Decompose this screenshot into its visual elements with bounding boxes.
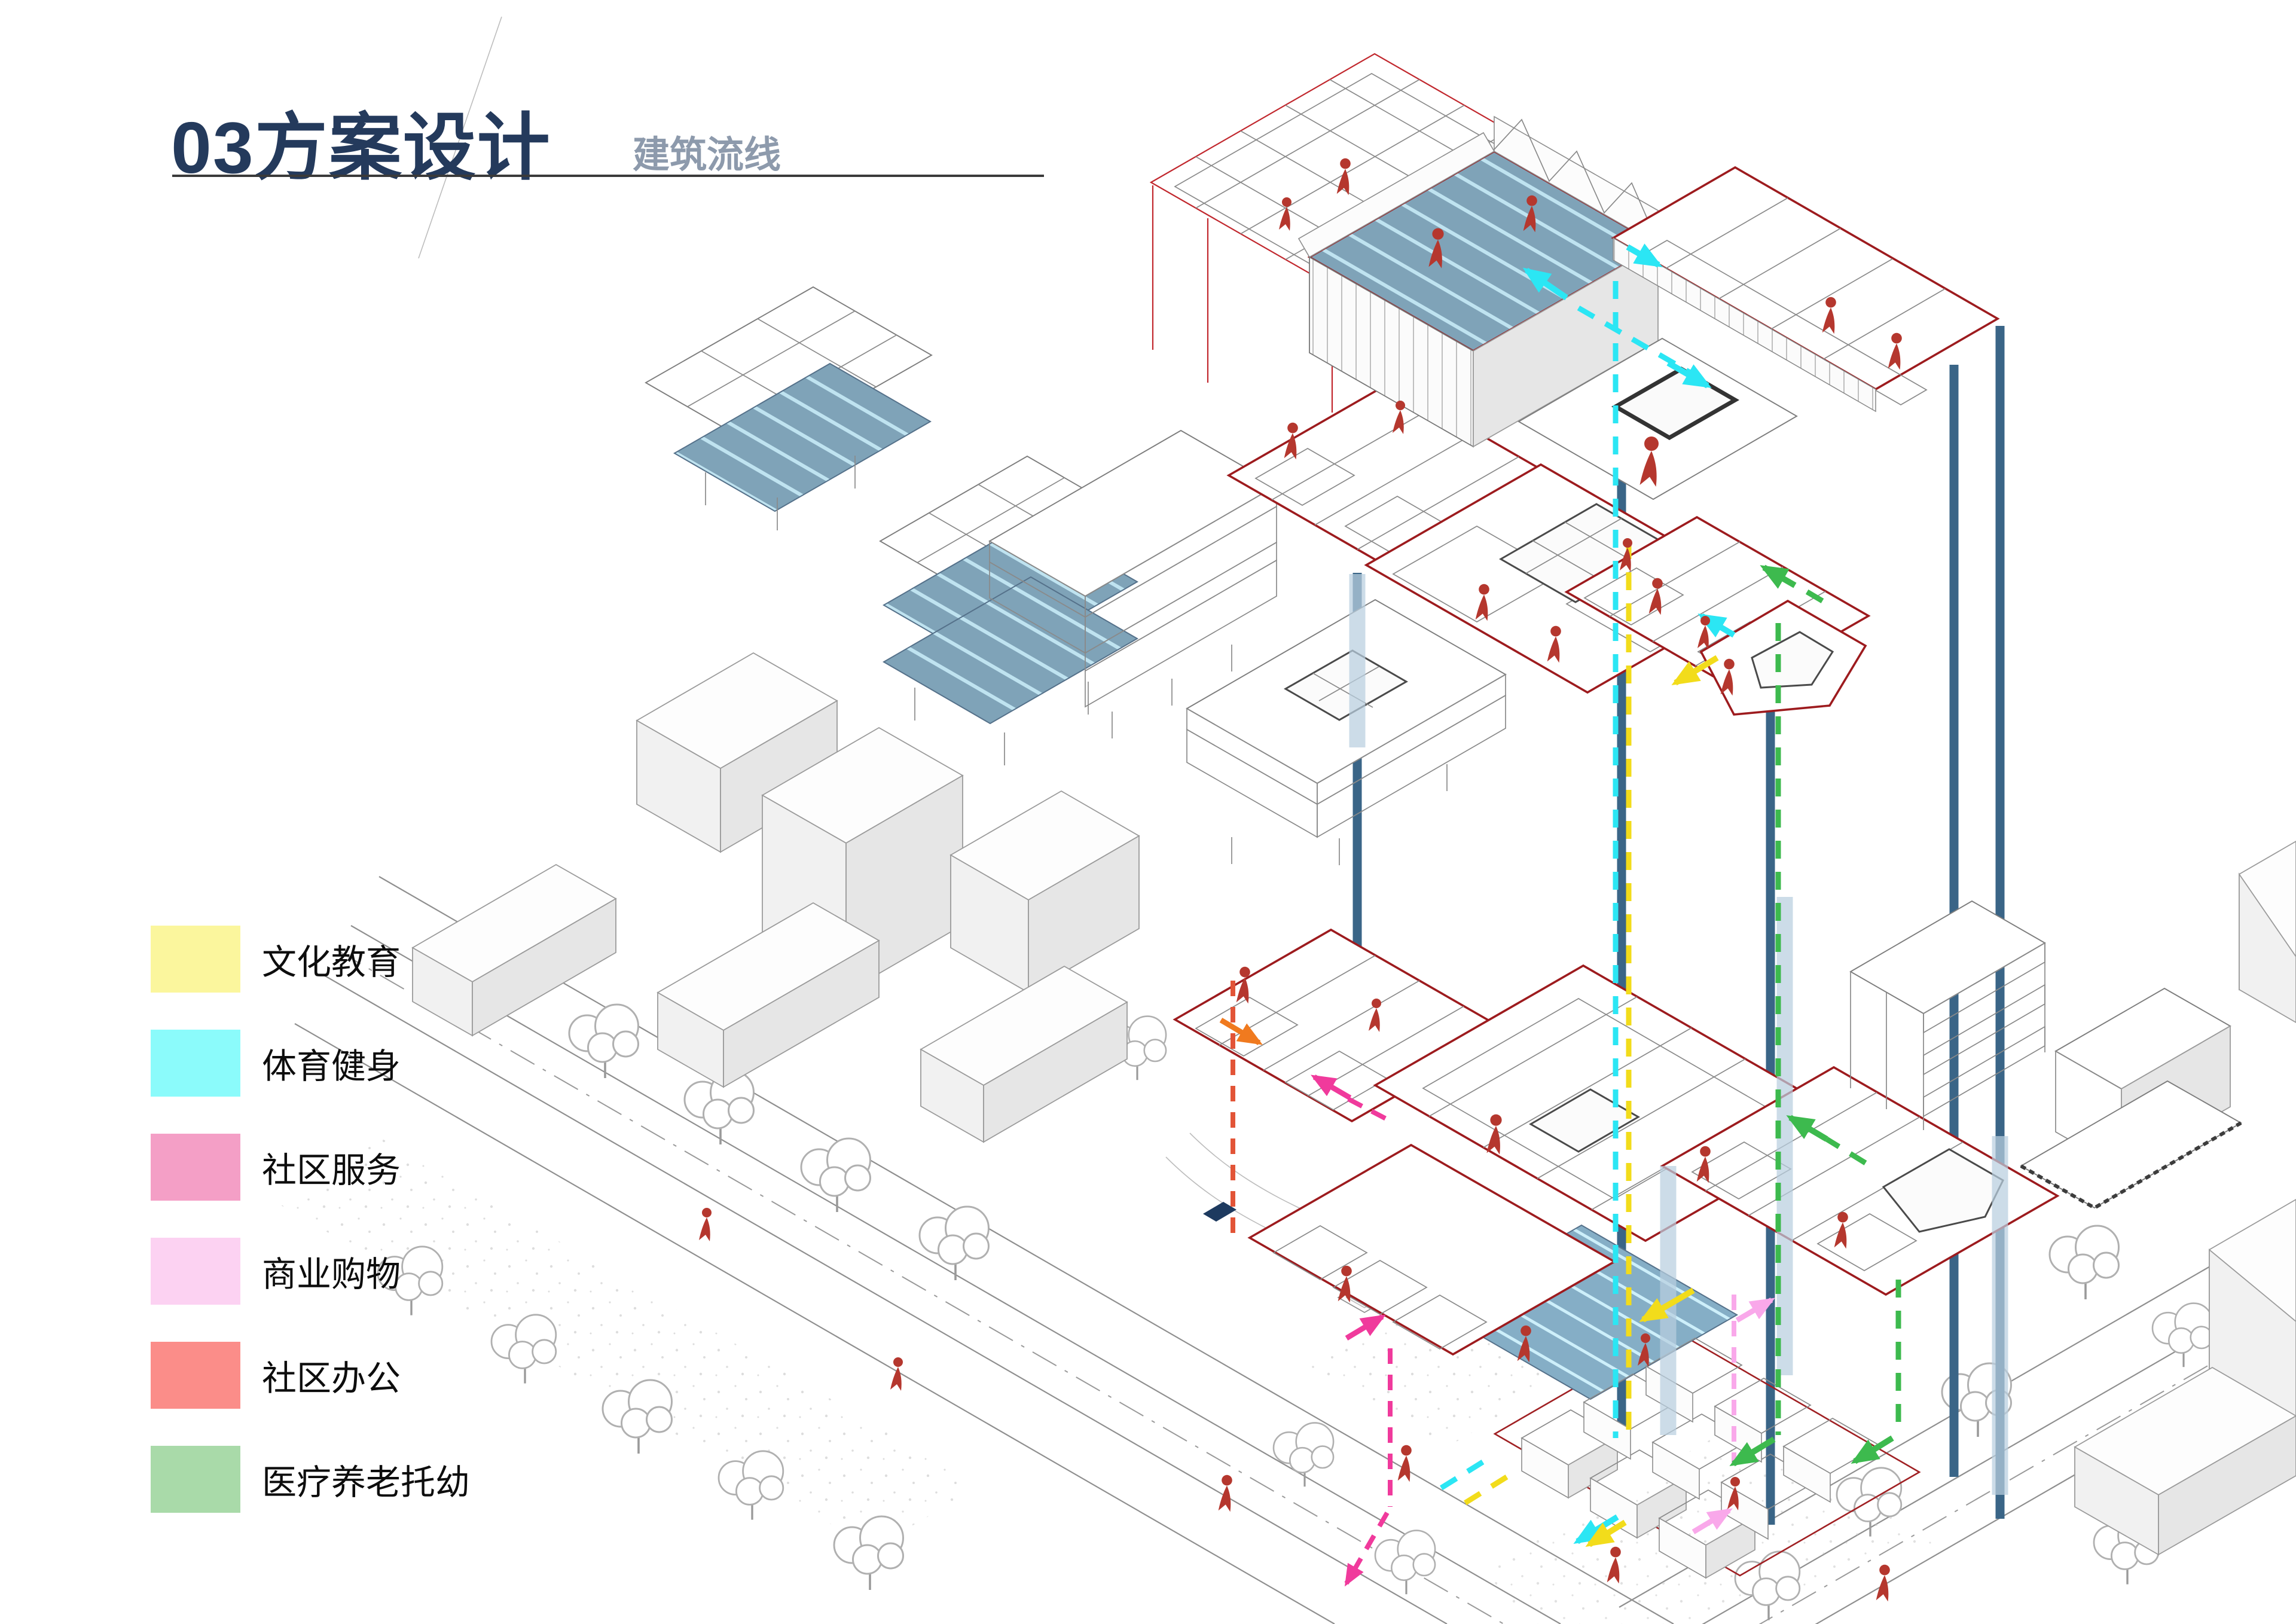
car	[1203, 1202, 1236, 1222]
legend-swatch-yellow	[151, 926, 240, 993]
context-block	[2239, 840, 2296, 1024]
context-block	[636, 652, 838, 853]
orange-arrow	[1219, 1018, 1263, 1045]
yellow-arrow	[1671, 655, 1719, 686]
legend-swatch-cyan	[151, 1030, 240, 1097]
roof-level-plates	[1149, 53, 2000, 500]
pentagon-pavilion-plate	[1699, 599, 1867, 716]
legend-label: 商业购物	[262, 1255, 401, 1294]
legend-item-culture-education: 文化教育	[151, 926, 470, 993]
detached-buildings-right	[1849, 900, 2242, 1210]
magenta-arrow	[1311, 1074, 1352, 1100]
gym-hall	[1297, 115, 1660, 448]
page-title: 03方案设计	[171, 107, 551, 188]
legend-item-commercial-shopping: 商业购物	[151, 1238, 470, 1305]
page-subtitle: 建筑流线	[633, 135, 781, 176]
legend-label: 文化教育	[262, 943, 401, 982]
legend: 文化教育 体育健身 社区服务 商业购物 社区办公 医疗养老托幼	[151, 926, 470, 1550]
open-frame-building	[1849, 900, 2046, 1130]
legend-label: 体育健身	[262, 1047, 401, 1086]
context-blocks	[411, 652, 2296, 1556]
legend-swatch-pink	[151, 1134, 240, 1201]
atrium-building	[1186, 599, 1507, 865]
village-blocks	[1521, 1338, 1880, 1579]
legend-item-community-office: 社区办公	[151, 1342, 470, 1409]
context-block	[411, 863, 617, 1037]
pavilion-with-skylight	[645, 286, 933, 530]
context-block	[657, 902, 880, 1088]
title-underline	[172, 175, 1044, 177]
legend-swatch-green	[151, 1446, 240, 1513]
cyan-arrow	[1522, 267, 1568, 301]
context-block	[2074, 1366, 2296, 1556]
long-slab-building	[988, 429, 1278, 738]
green-arrow	[1760, 564, 1797, 589]
context-block	[949, 790, 1140, 994]
circulation-flow-lines	[1219, 243, 1901, 1587]
detached-buildings-left	[645, 286, 1507, 865]
legend-swatch-light-pink	[151, 1238, 240, 1305]
terraced-building	[2020, 987, 2242, 1210]
legend-label: 医疗养老托幼	[262, 1463, 471, 1502]
legend-swatch-salmon	[151, 1342, 240, 1409]
legend-label: 社区办公	[262, 1359, 401, 1398]
core-connector-translucent-bands	[1349, 574, 2008, 1495]
pink-arrow	[1735, 1298, 1775, 1323]
legend-label: 社区服务	[262, 1151, 401, 1190]
context-block	[920, 965, 1128, 1143]
middle-level-plates	[1226, 381, 1871, 716]
legend-item-medical-elderly-childcare: 医疗养老托幼	[151, 1446, 470, 1513]
legend-item-sports-fitness: 体育健身	[151, 1030, 470, 1097]
legend-item-community-service: 社区服务	[151, 1134, 470, 1201]
roof-right-wing	[1611, 166, 2000, 413]
